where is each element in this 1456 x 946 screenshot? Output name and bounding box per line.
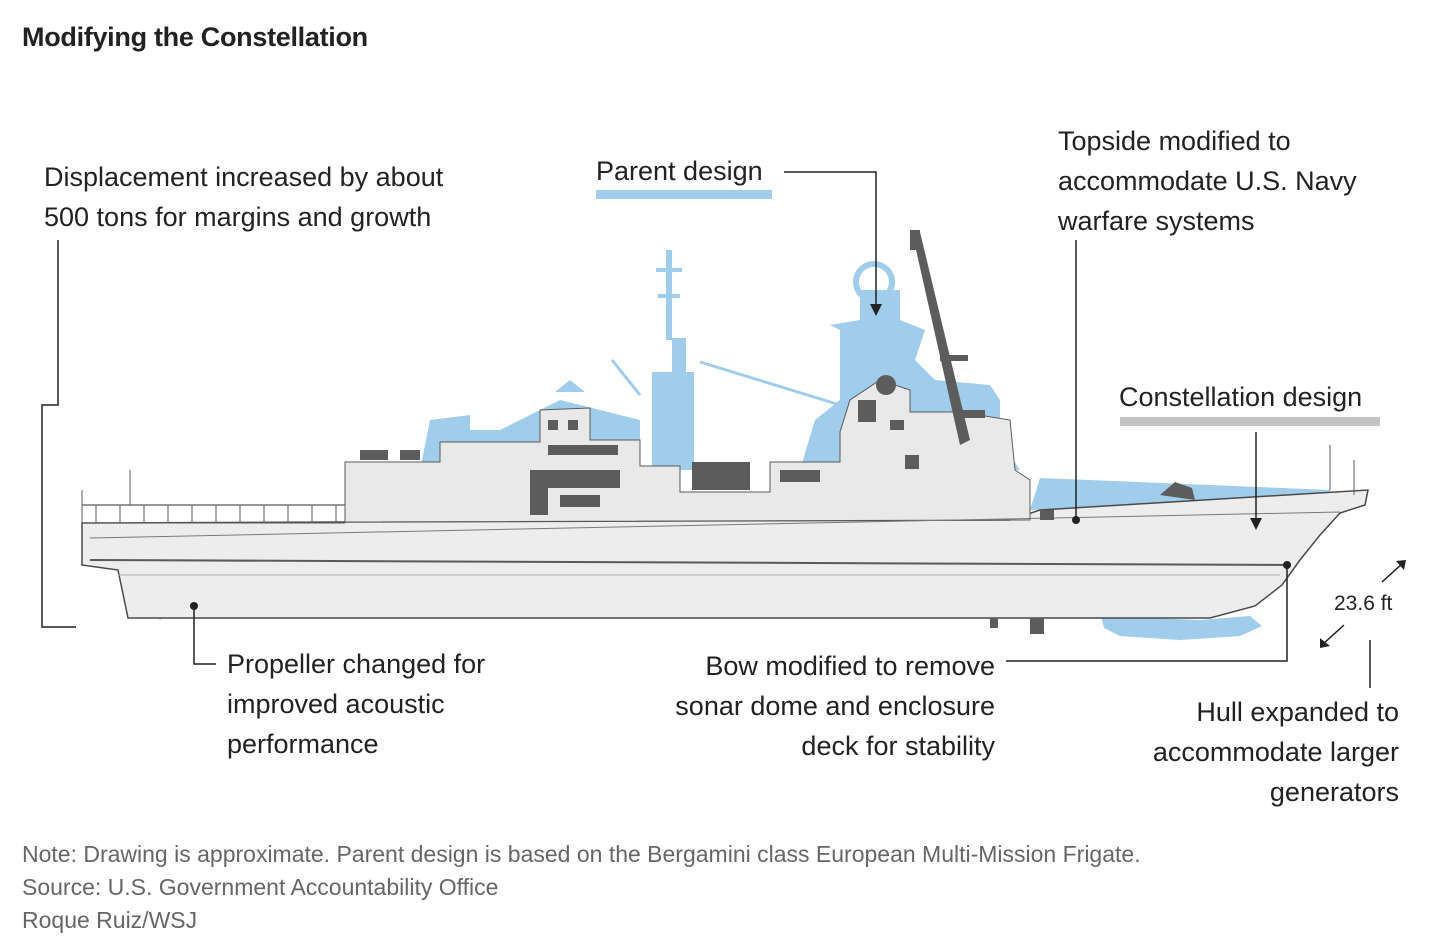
constellation-design-label: Constellation design [1119, 382, 1363, 412]
displacement-label: Displacement increased by about 500 tons… [44, 162, 444, 232]
deck-railings [81, 445, 1355, 523]
footer-note: Note: Drawing is approximate. Parent des… [22, 841, 1141, 867]
dimension-label: 23.6 ft [1334, 592, 1393, 615]
leader-lines [41, 171, 1404, 688]
parent-design-swatch [596, 190, 772, 199]
footer-source: Source: U.S. Government Accountability O… [22, 874, 499, 900]
parent-design-label: Parent design [596, 156, 763, 186]
propeller-label: Propeller changed for improved acoustic … [227, 649, 486, 759]
chart-title: Modifying the Constellation [22, 22, 368, 52]
leader-dots [190, 516, 1291, 610]
bow-label: Bow modified to remove sonar dome and en… [675, 651, 995, 761]
constellation-details [360, 230, 1195, 634]
footer-credit: Roque Ruiz/WSJ [22, 907, 198, 933]
leader-arrowheads [870, 304, 1406, 648]
hull-label: Hull expanded to accommodate larger gene… [1152, 697, 1399, 807]
topside-label: Topside modified to accommodate U.S. Nav… [1058, 126, 1357, 236]
constellation-hull [81, 379, 1369, 619]
constellation-design-swatch [1120, 417, 1380, 426]
